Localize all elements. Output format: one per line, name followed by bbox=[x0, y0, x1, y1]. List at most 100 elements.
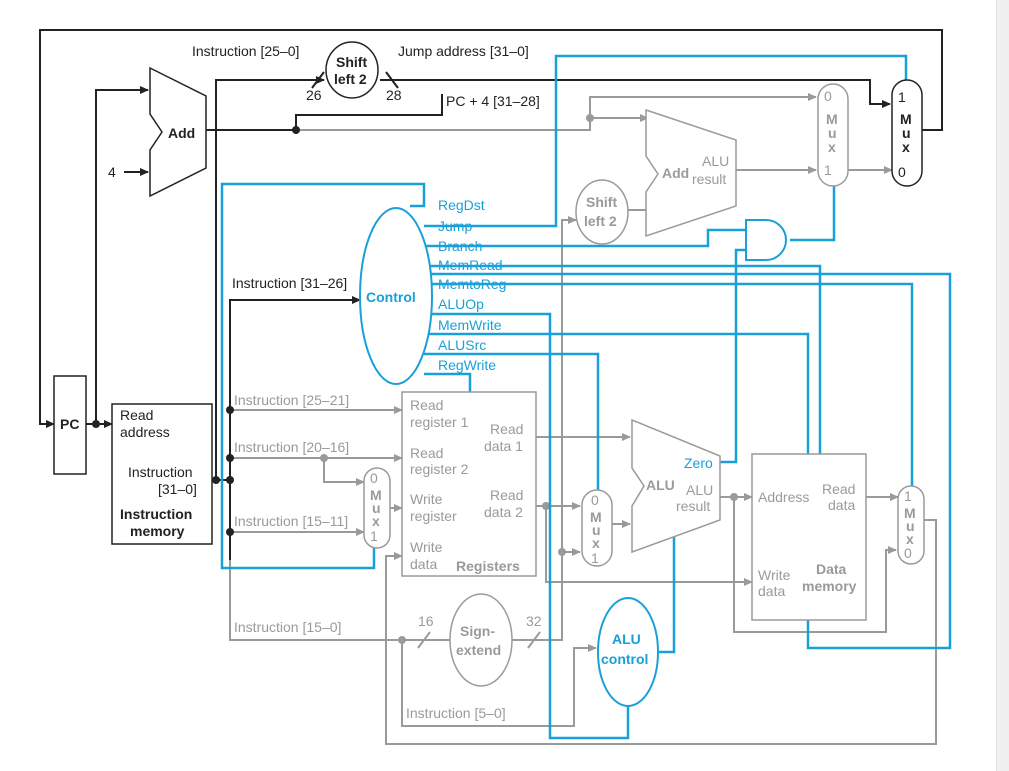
memread-label: MemRead bbox=[438, 257, 503, 273]
instr-25-0-label: Instruction [25–0] bbox=[192, 43, 299, 59]
read-data-label-2: data bbox=[828, 497, 855, 513]
alusrc-mux-x: x bbox=[592, 535, 600, 551]
sign-extend-label-2: extend bbox=[456, 642, 501, 658]
alusrc-wire bbox=[424, 352, 600, 490]
aluop-label: ALUOp bbox=[438, 296, 484, 312]
write-data-label: Write bbox=[410, 539, 443, 555]
branch-mux bbox=[817, 83, 849, 187]
jump-mux-0: 0 bbox=[898, 164, 906, 180]
pc4-to-mux-upper bbox=[589, 93, 817, 118]
memwrite-label: MemWrite bbox=[438, 317, 502, 333]
address-label: Address bbox=[758, 489, 809, 505]
pc-adder-label: Add bbox=[168, 125, 195, 141]
branch-label: Branch bbox=[438, 238, 482, 254]
read-data-2-label-2: data 2 bbox=[484, 504, 523, 520]
branch-and-gate bbox=[745, 219, 787, 261]
alusrc-mux-u: u bbox=[592, 522, 601, 538]
zero-to-and bbox=[720, 248, 746, 464]
read-reg-1-label: Read bbox=[410, 397, 443, 413]
memtoreg-mux-m: M bbox=[904, 505, 916, 521]
read-reg-1-label-2: register 1 bbox=[410, 414, 469, 430]
imem-title: Instruction bbox=[120, 506, 192, 522]
branch-shift-label: Shift bbox=[586, 194, 617, 210]
slash-26 bbox=[311, 71, 325, 89]
jump-label: Jump bbox=[438, 218, 472, 234]
shift-label: Shift bbox=[336, 54, 367, 70]
pc-to-adder bbox=[95, 86, 149, 424]
read-address-label: Read bbox=[120, 407, 153, 423]
alu-result-label: ALU bbox=[686, 482, 713, 498]
alu-control-to-alu bbox=[658, 526, 676, 654]
vertical-scrollbar[interactable] bbox=[996, 0, 1009, 771]
read-address-label-2: address bbox=[120, 424, 170, 440]
pc4-label: PC + 4 [31–28] bbox=[446, 93, 540, 109]
register-file bbox=[401, 391, 537, 577]
branch-adder-result: result bbox=[692, 171, 726, 187]
write-reg-label: Write bbox=[410, 491, 443, 507]
branch-adder-label: Add bbox=[662, 165, 689, 181]
instruction-memory bbox=[111, 403, 213, 545]
gray-junctions bbox=[320, 114, 738, 644]
aluop-wire bbox=[424, 312, 630, 740]
memtoreg-mux-0: 0 bbox=[904, 545, 912, 561]
instr-15-11-label: Instruction [15–11] bbox=[234, 513, 348, 529]
main-alu bbox=[631, 418, 721, 554]
instr-31-26-label: Instruction [31–26] bbox=[232, 275, 347, 291]
regdst-mux-1: 1 bbox=[370, 528, 378, 544]
slash-16 bbox=[417, 631, 431, 649]
alu-result-bypass bbox=[733, 497, 897, 633]
control-label: Control bbox=[366, 289, 416, 305]
instr-20-16-label: Instruction [20–16] bbox=[234, 439, 349, 455]
data-memory bbox=[751, 453, 867, 621]
regdst-wire bbox=[220, 182, 426, 570]
memread-wire bbox=[424, 264, 822, 454]
write-reg-label-2: register bbox=[410, 508, 457, 524]
n16-label: 16 bbox=[418, 613, 434, 629]
jump-address-wire bbox=[380, 79, 891, 108]
jump-mux-u: u bbox=[902, 125, 911, 141]
memtoreg-wire bbox=[424, 282, 914, 490]
memtoreg-mux-u: u bbox=[906, 518, 915, 534]
alu-label: ALU bbox=[646, 477, 675, 493]
instr-5-0-wire bbox=[401, 640, 597, 727]
shift-label-2: left 2 bbox=[334, 71, 367, 87]
read-data2-to-memory bbox=[545, 506, 753, 586]
instr-to-shift bbox=[215, 76, 325, 480]
memtoreg-mux-x: x bbox=[906, 531, 914, 547]
control-unit bbox=[359, 207, 433, 385]
read-reg-2-label-2: register 2 bbox=[410, 461, 469, 477]
read-data-1-label-2: data 1 bbox=[484, 438, 523, 454]
branch-mux-1: 1 bbox=[824, 162, 832, 178]
jump-wire bbox=[424, 54, 908, 228]
alusrc-mux bbox=[581, 489, 613, 567]
write-data-mem-label-2: data bbox=[758, 583, 785, 599]
instr-15-0-label: Instruction [15–0] bbox=[234, 619, 341, 635]
pc-label: PC bbox=[60, 416, 79, 432]
jump-address-label: Jump address [31–0] bbox=[398, 43, 529, 59]
data-memory-title-2: memory bbox=[802, 578, 857, 594]
instruction-bits-label: [31–0] bbox=[158, 481, 197, 497]
imem-title-2: memory bbox=[130, 523, 185, 539]
instruction-out-label: Instruction bbox=[128, 464, 193, 480]
jump-mux-m: M bbox=[900, 111, 912, 127]
pc-register bbox=[53, 375, 87, 475]
alusrc-label: ALUSrc bbox=[438, 337, 486, 353]
signext-to-shift bbox=[512, 216, 577, 641]
adder-out bbox=[206, 94, 443, 131]
instr-5-0-label: Instruction [5–0] bbox=[406, 705, 506, 721]
pc-adder bbox=[149, 66, 207, 198]
regdst-mux-0: 0 bbox=[370, 470, 378, 486]
n32-label: 32 bbox=[526, 613, 542, 629]
write-data-label-2: data bbox=[410, 556, 437, 572]
alu-control-label: ALU bbox=[612, 631, 641, 647]
jump-mux bbox=[891, 79, 923, 187]
sign-extend bbox=[449, 593, 513, 687]
branch-shift-label-2: left 2 bbox=[584, 213, 617, 229]
regdst-mux-m: M bbox=[370, 487, 382, 503]
registers-title: Registers bbox=[456, 558, 520, 574]
regwrite-label: RegWrite bbox=[438, 357, 496, 373]
branch-mux-x: x bbox=[828, 139, 836, 155]
branch-wire bbox=[424, 228, 746, 248]
